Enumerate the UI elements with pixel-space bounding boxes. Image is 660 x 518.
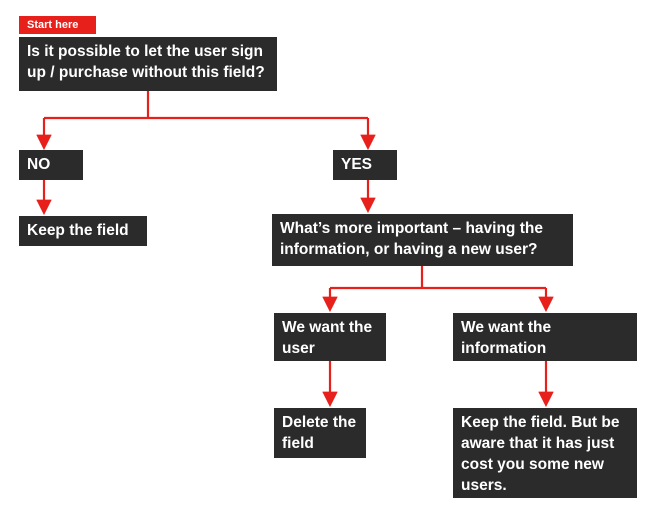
connector-question-to-branches <box>44 91 368 120</box>
keep-field-warning-result: Keep the field. But be aware that it has… <box>453 408 637 498</box>
want-user-choice: We want the user <box>274 313 386 361</box>
want-information-choice: We want the information <box>453 313 637 361</box>
yes-answer: YES <box>333 150 397 180</box>
importance-question: What’s more important – having the infor… <box>272 214 573 266</box>
signup-without-field-question: Is it possible to let the user sign up /… <box>19 37 277 91</box>
connector-importance-to-choices <box>330 266 546 290</box>
start-here-label: Start here <box>19 16 96 34</box>
keep-field-result: Keep the field <box>19 216 147 246</box>
delete-field-result: Delete the field <box>274 408 366 458</box>
no-answer: NO <box>19 150 83 180</box>
